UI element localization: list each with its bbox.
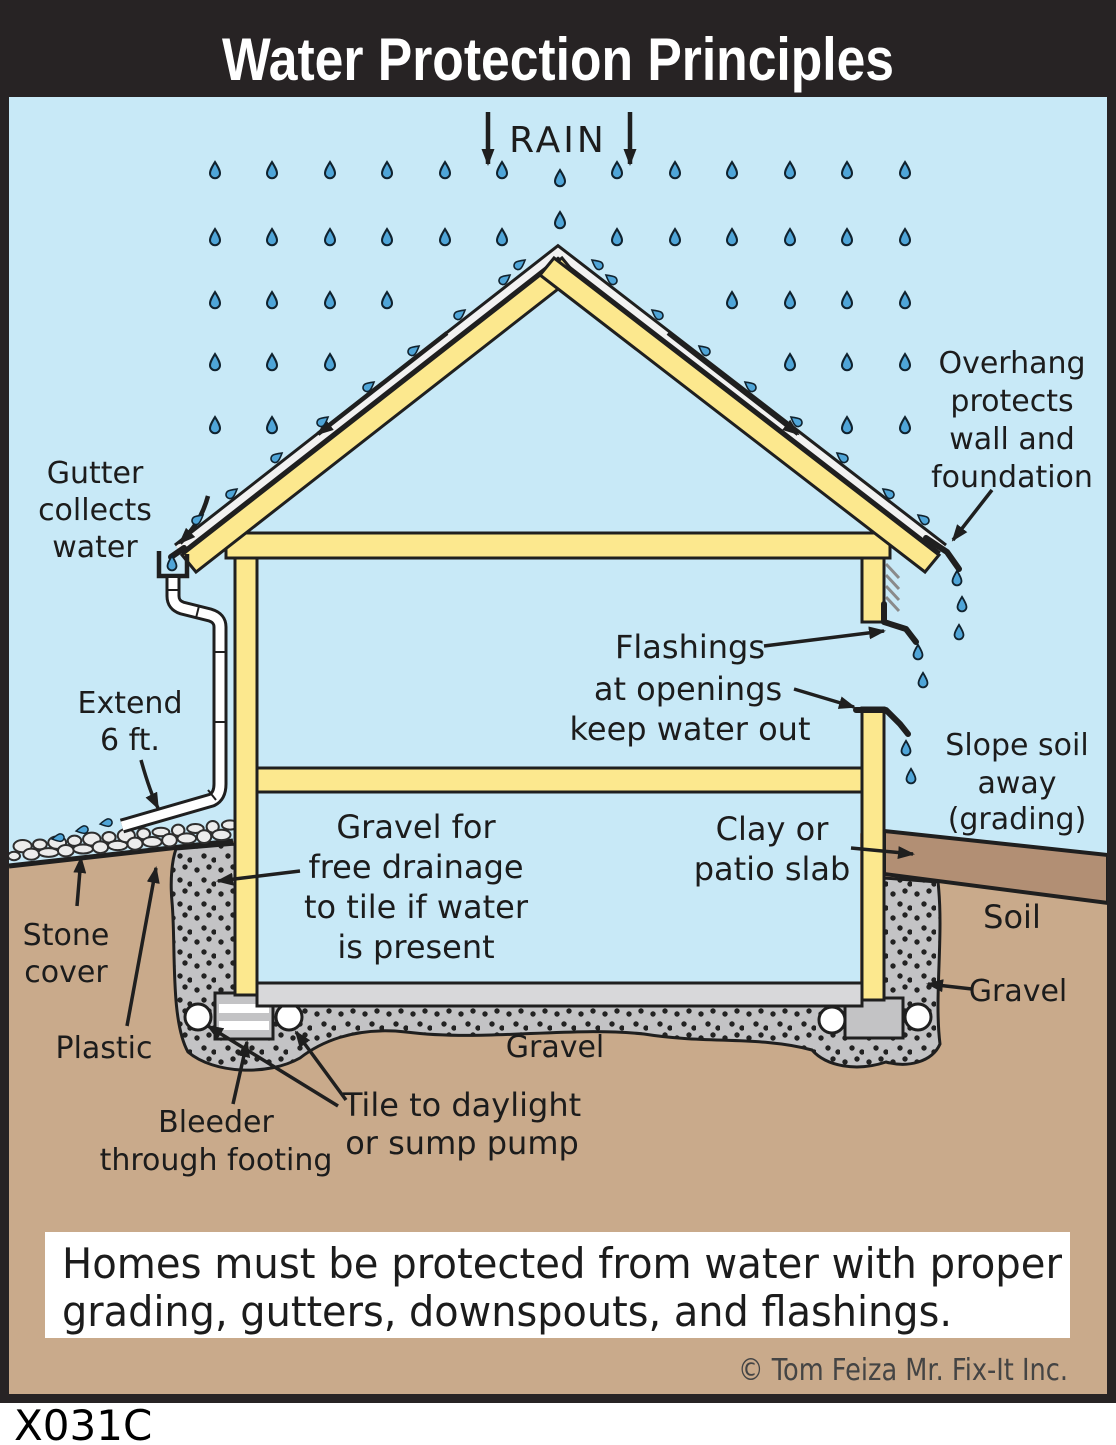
stone-cover-label: Stone cover — [23, 918, 110, 990]
stone-cover-band — [7, 819, 240, 862]
svg-text:at openings: at openings — [594, 670, 782, 708]
gutter-icon — [156, 551, 190, 579]
gutter-label: Gutter collects water — [38, 456, 152, 565]
title-bar — [0, 0, 1116, 97]
svg-text:keep water out: keep water out — [570, 710, 811, 748]
svg-text:Slope soil: Slope soil — [945, 728, 1088, 763]
basement-interior — [258, 792, 860, 985]
stone-icon — [91, 840, 110, 855]
stone-icon — [7, 850, 21, 862]
page-title: Water Protection Principles — [222, 26, 894, 93]
svg-text:free drainage: free drainage — [308, 848, 523, 886]
stone-icon — [22, 847, 41, 861]
svg-text:6 ft.: 6 ft. — [100, 723, 160, 758]
overhang-label: Overhang protects wall and foundation — [931, 346, 1093, 495]
stone-icon — [195, 829, 213, 844]
rain-label: RAIN — [509, 120, 607, 161]
drain-tile-icon — [817, 1005, 847, 1035]
svg-text:cover: cover — [24, 955, 108, 990]
svg-text:Tile to daylight: Tile to daylight — [342, 1086, 581, 1124]
svg-text:Gutter: Gutter — [47, 456, 144, 491]
svg-text:away: away — [977, 766, 1056, 801]
svg-text:Clay or: Clay or — [716, 810, 830, 848]
floor-band — [255, 766, 864, 794]
svg-text:(grading): (grading) — [948, 802, 1087, 837]
roof-flow-arrow-left — [316, 331, 449, 436]
svg-text:Bleeder: Bleeder — [158, 1105, 274, 1140]
caption-box — [45, 1232, 1070, 1338]
clay-patio-label: Clay or patio slab — [694, 810, 851, 888]
plastic-sheet — [8, 838, 234, 869]
downspout-joints — [167, 589, 226, 801]
svg-text:Stone: Stone — [23, 918, 110, 953]
svg-text:through footing: through footing — [100, 1143, 333, 1178]
right-wall-upper — [860, 556, 886, 624]
svg-text:collects: collects — [38, 493, 152, 528]
right-wall-lower — [860, 706, 886, 1002]
frame-bottom — [0, 1394, 1116, 1403]
frame-right — [1107, 97, 1116, 1402]
gravel-free-drainage-label: Gravel for free drainage to tile if wate… — [304, 808, 529, 966]
svg-text:water: water — [52, 530, 138, 565]
caption-line-1: Homes must be protected from water with … — [62, 1239, 1063, 1288]
right-eave-drip-flashing — [923, 535, 962, 572]
slope-soil-label: Slope soil away (grading) — [945, 728, 1088, 837]
opening-head-flashing — [881, 601, 919, 645]
leader-arrows — [73, 488, 994, 1108]
svg-text:is present: is present — [337, 928, 494, 966]
stone-icon — [211, 828, 232, 842]
svg-text:wall and: wall and — [949, 422, 1075, 457]
basement-slab — [255, 981, 864, 1008]
opening-sill-flashing — [853, 707, 911, 737]
svg-text:Extend: Extend — [78, 686, 183, 721]
drain-tile-icon — [903, 1002, 933, 1032]
stone-icon — [176, 832, 198, 845]
figure-code: X031C — [14, 1401, 152, 1445]
left-wall — [233, 556, 259, 997]
siding-hatch — [884, 562, 901, 613]
drain-tile-icon — [274, 1002, 304, 1032]
roof-flow-arrow-right — [666, 331, 800, 436]
svg-text:Overhang: Overhang — [938, 346, 1085, 381]
stone-icon — [56, 844, 75, 858]
bleeder-stripe — [219, 1004, 269, 1013]
drain-tile-icon — [183, 1002, 213, 1032]
svg-text:Flashings: Flashings — [615, 628, 765, 666]
gravel-right-label: Gravel — [969, 974, 1068, 1009]
svg-text:foundation: foundation — [931, 460, 1093, 495]
stone-icon — [161, 833, 178, 848]
svg-text:protects: protects — [950, 384, 1073, 419]
left-eave-drip-edge — [168, 545, 187, 560]
gravel-bottom-label: Gravel — [506, 1030, 605, 1065]
flashings-label: Flashings at openings keep water out — [570, 628, 811, 748]
roof-sheathing — [175, 247, 946, 552]
bleeder-stripe — [219, 1021, 269, 1030]
caption-line-2: grading, gutters, downspouts, and flashi… — [62, 1287, 952, 1336]
right-rafter — [537, 255, 942, 575]
svg-text:patio slab: patio slab — [694, 850, 851, 888]
svg-text:Gravel for: Gravel for — [336, 808, 496, 846]
bleeder-label: Bleeder through footing — [100, 1105, 333, 1178]
frame-left — [0, 97, 9, 1402]
extend-label: Extend 6 ft. — [78, 686, 183, 758]
downspout-pipe — [120, 578, 225, 831]
tile-label: Tile to daylight or sump pump — [342, 1086, 581, 1162]
gravel-bed — [169, 842, 942, 1072]
svg-text:to tile if water: to tile if water — [304, 888, 529, 926]
soil-label: Soil — [983, 898, 1041, 936]
plastic-label: Plastic — [55, 1031, 152, 1066]
stone-icon — [141, 836, 163, 848]
copyright-text: © Tom Feiza Mr. Fix-It Inc. — [738, 1353, 1068, 1388]
svg-text:or sump pump: or sump pump — [345, 1124, 579, 1162]
ceiling-band — [224, 531, 892, 560]
